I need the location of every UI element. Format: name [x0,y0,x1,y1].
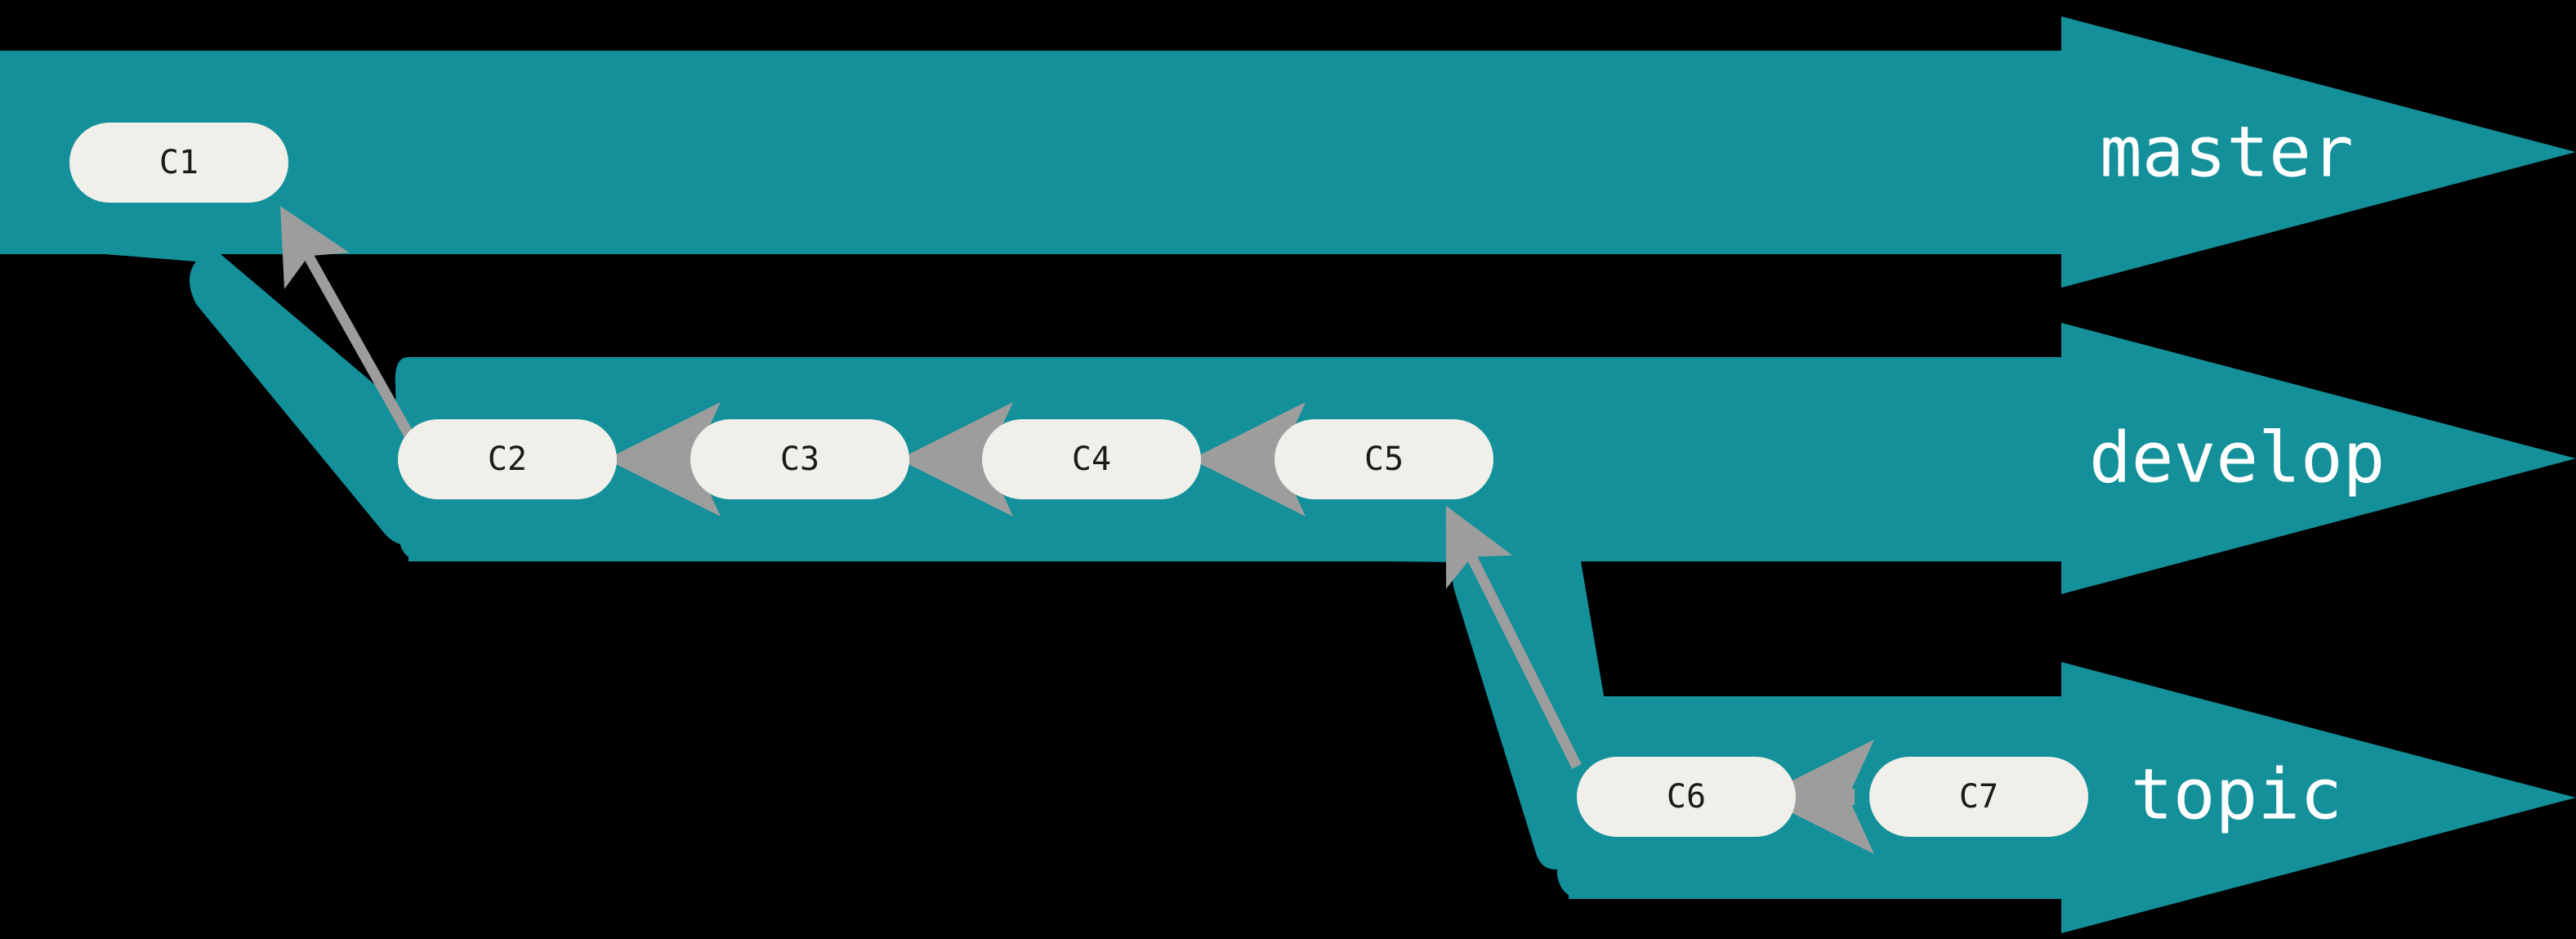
commit-node-c2[interactable]: C2 [398,419,617,499]
branch-label-develop: develop [2089,417,2385,499]
commit-node-c1[interactable]: C1 [69,123,288,203]
branch-label-master: master [2100,111,2354,193]
commit-node-c2-label: C2 [488,440,527,478]
commit-node-c3[interactable]: C3 [690,419,909,499]
commit-node-c6-label: C6 [1667,778,1706,816]
commit-node-c4-label: C4 [1072,440,1111,478]
commit-node-c6-shape[interactable] [1577,757,1796,837]
commit-node-c2-shape[interactable] [398,419,617,499]
commit-node-c5-shape[interactable] [1275,419,1493,499]
commit-node-c7-label: C7 [1959,778,1998,816]
edge-c6-to-c5 [1445,505,1582,769]
ramp-master-to-develop [105,254,495,546]
commit-node-c5-label: C5 [1364,440,1404,478]
commit-node-c6[interactable]: C6 [1577,757,1796,837]
commit-node-c7-shape[interactable] [1869,757,2088,837]
edge-c2-to-c1 [280,206,417,445]
commit-node-c5[interactable]: C5 [1275,419,1493,499]
master-band [0,16,2576,288]
branch-label-topic: topic [2131,753,2342,835]
commit-node-c4[interactable]: C4 [982,419,1201,499]
commit-node-c3-shape[interactable] [690,419,909,499]
commit-node-c1-shape[interactable] [69,123,288,203]
commit-node-c1-label: C1 [159,144,199,181]
commit-node-c7[interactable]: C7 [1869,757,2088,837]
commit-node-c4-shape[interactable] [982,419,1201,499]
commit-node-c3-label: C3 [780,440,819,478]
